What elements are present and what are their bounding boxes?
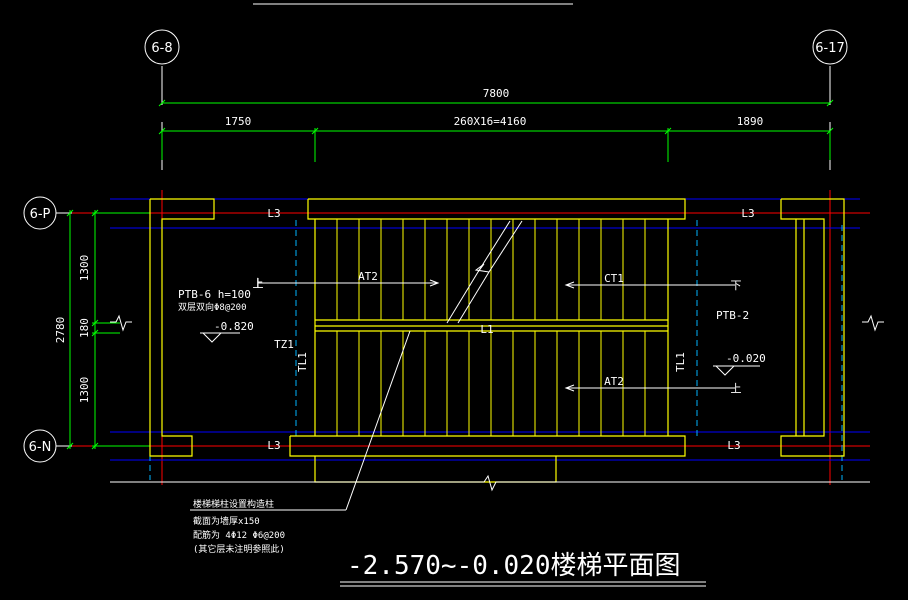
dim-middle: 260X16=4160 (454, 115, 527, 128)
beam-label-bottom-left: L3 (267, 439, 280, 452)
tl-label-left: TL1 (296, 352, 309, 372)
drawing-title: -2.570~-0.020楼梯平面图 (347, 551, 681, 581)
note-line-4: (其它层未注明参照此) (193, 543, 285, 555)
beam-label-top-right: L3 (741, 207, 754, 220)
note-leader (190, 330, 411, 511)
ct-label: CT1 (604, 272, 624, 285)
elev-right: -0.020 (726, 352, 766, 365)
dim-v-mid: 180 (78, 318, 91, 338)
axis-label-6-17: 6-17 (815, 41, 845, 56)
dim-v-top: 1300 (78, 255, 91, 282)
axis-leaders (56, 66, 831, 447)
wall-top (307, 198, 686, 220)
axis-bubble-6-N: 6-N (23, 429, 57, 463)
break-symbols (110, 314, 884, 492)
elevation-markers (200, 332, 760, 376)
beam-label-mid: L1 (480, 323, 493, 336)
axis-lines (60, 190, 870, 485)
axis-bubble-6-8: 6-8 (144, 29, 180, 65)
flight-label-lower: AT2 (604, 375, 624, 388)
horizontal-dimensions (158, 99, 834, 162)
wall-right (780, 198, 845, 457)
axis-bubble-6-P: 6-P (23, 196, 57, 230)
beam-label-top-left: L3 (267, 207, 280, 220)
dim-left: 1750 (225, 115, 252, 128)
flight-label-upper: AT2 (358, 270, 378, 283)
dim-v-total: 2780 (54, 317, 67, 344)
tl-label-right: TL1 (674, 352, 687, 372)
axis-label-6-8: 6-8 (151, 41, 172, 56)
slab-rebar-left: 双层双向Φ8@200 (178, 301, 247, 313)
slab-label-right: PTB-2 (716, 309, 749, 322)
beam-label-bottom-right: L3 (727, 439, 740, 452)
axis-bubble-6-17: 6-17 (812, 29, 848, 65)
axis-label-6-N: 6-N (29, 440, 52, 455)
note-line-1: 楼梯梯柱设置构造柱 (193, 498, 274, 510)
note-line-3: 配筋为 4Φ12 Φ6@200 (193, 529, 285, 541)
dim-overall: 7800 (483, 87, 510, 100)
axis-label-6-P: 6-P (30, 207, 51, 222)
dim-v-bottom: 1300 (78, 377, 91, 404)
stair-treads (336, 219, 646, 436)
elev-left: -0.820 (214, 320, 254, 333)
tz-label: TZ1 (274, 338, 294, 351)
up-marker-left: 上 (253, 277, 264, 290)
wall-bottom (289, 435, 686, 457)
vertical-dimensions (66, 209, 150, 450)
break-line (446, 220, 523, 324)
slab-label-left: PTB-6 h=100 (178, 288, 251, 301)
up-marker-right: 上 (731, 382, 742, 395)
note-line-2: 截面为墙厚x150 (193, 515, 260, 527)
down-marker-right: 下 (731, 279, 742, 292)
wall-left (149, 198, 215, 457)
dim-right: 1890 (737, 115, 764, 128)
direction-arrows (257, 278, 735, 392)
